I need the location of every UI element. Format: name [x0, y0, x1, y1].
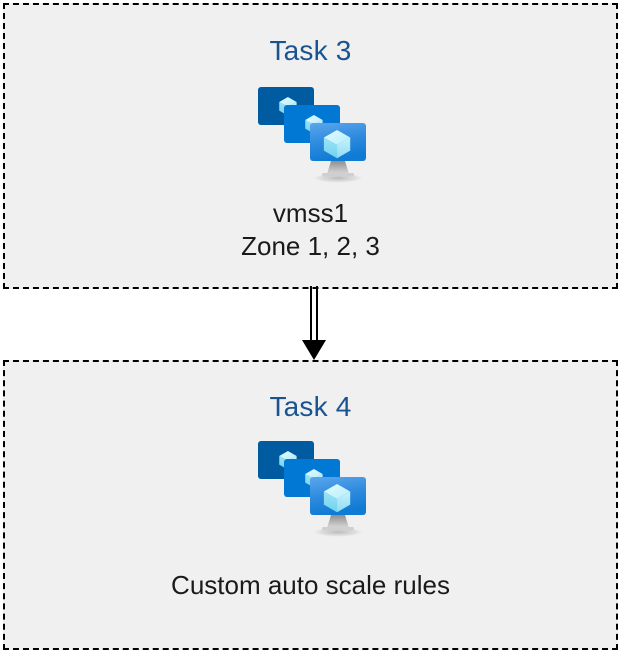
task3-caption-line-2: Zone 1, 2, 3 [241, 230, 380, 261]
task3-heading: Task 3 [269, 35, 352, 66]
task4-caption: Custom auto scale rules [171, 569, 450, 602]
azure-virtual-machine-scale-set-icon [257, 441, 366, 537]
azure-virtual-machine-scale-set-icon [257, 87, 366, 183]
task4-caption-line-1: Custom auto scale rules [171, 570, 450, 600]
task4-heading: Task 4 [269, 391, 352, 422]
task-box-task3[interactable]: Task 3 [3, 3, 618, 289]
task-box-task4[interactable]: Task 4 [3, 360, 618, 650]
connector-arrowhead [302, 340, 326, 360]
task3-caption-line-1: vmss1 [272, 198, 349, 228]
monitor-stand [326, 161, 349, 174]
monitor-stand [326, 515, 349, 528]
monitor-front-shape [309, 123, 366, 161]
monitor-front-shape [309, 477, 366, 515]
task3-caption: vmss1 Zone 1, 2, 3 [241, 197, 380, 262]
double-line-down-arrow-connector [302, 286, 326, 360]
